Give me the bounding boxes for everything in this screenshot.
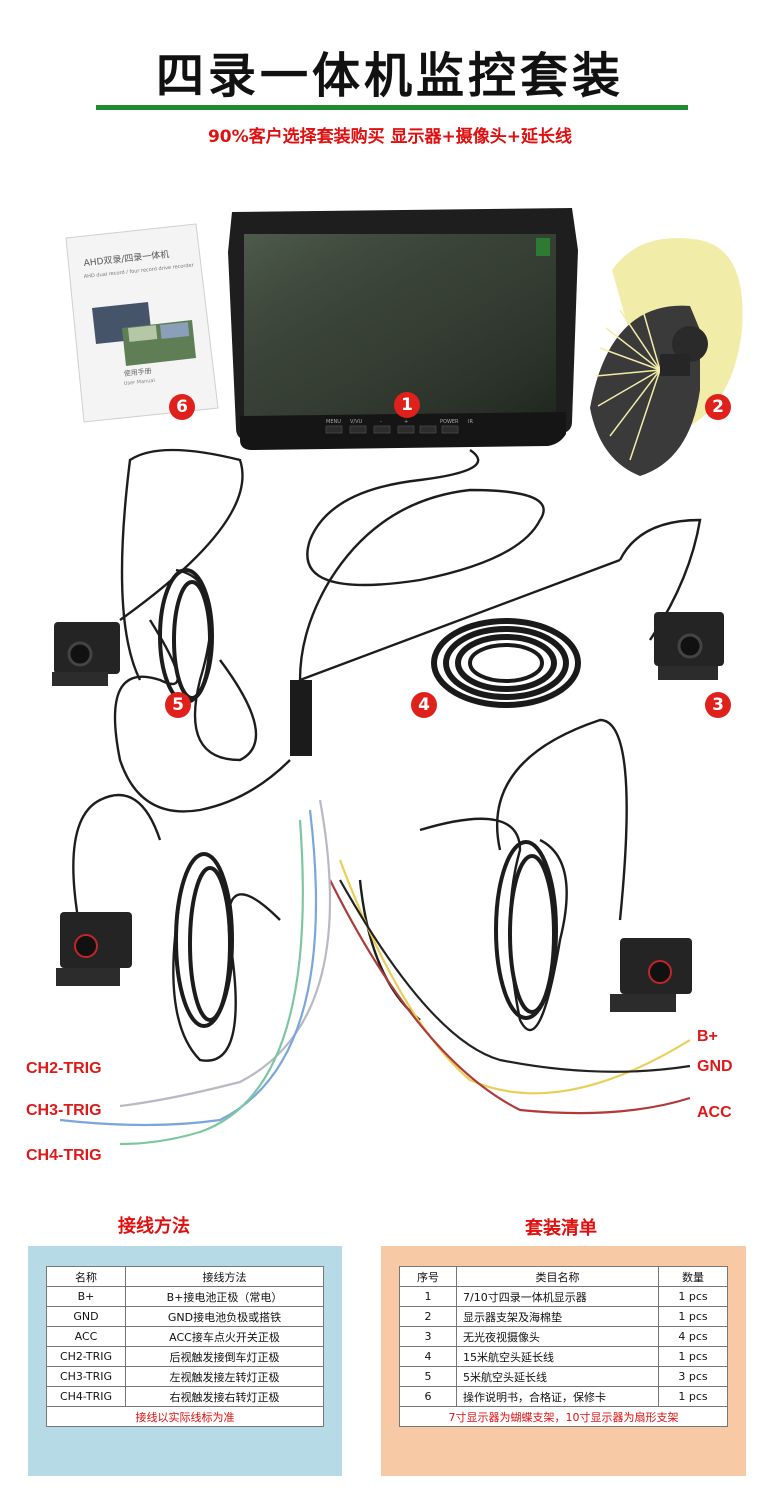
table-cell: 15米航空头延长线	[456, 1346, 659, 1367]
table-cell: 7/10寸四录一体机显示器	[456, 1286, 659, 1307]
camera	[52, 622, 120, 686]
table-cell: 后视触发接倒车灯正极	[125, 1346, 324, 1367]
table-cell: 3	[399, 1326, 457, 1347]
table-cell: 1 pcs	[658, 1286, 728, 1307]
table-cell: 6	[399, 1386, 457, 1407]
monitor-button-menu: MENU	[326, 419, 341, 425]
camera	[610, 938, 692, 1012]
table-cell: 1 pcs	[658, 1306, 728, 1327]
wire-ch2	[119, 799, 332, 1108]
table-header: 名称	[46, 1266, 126, 1287]
label-gnd: GND	[697, 1058, 733, 1075]
label-b-plus: B+	[697, 1028, 718, 1045]
table-note-row: 接线以实际线标为准	[46, 1406, 324, 1427]
camera	[56, 912, 132, 986]
camera	[654, 612, 724, 680]
callout-6: 6	[169, 394, 195, 420]
monitor-button-power: POWER	[440, 419, 459, 425]
page-title: 四录一体机监控套装	[155, 48, 624, 104]
label-ch4-trig: CH4-TRIG	[26, 1147, 102, 1164]
table-cell: CH4-TRIG	[46, 1386, 126, 1407]
table-cell: 4 pcs	[658, 1326, 728, 1347]
table-cell: 显示器支架及海棉垫	[456, 1306, 659, 1327]
table-cell: CH3-TRIG	[46, 1366, 126, 1387]
monitor-bracket	[590, 238, 743, 476]
product-photo: AHD双录/四录一体机 AHD dual record / four recor…	[52, 208, 743, 1146]
callout-5: 5	[165, 692, 191, 718]
wire-b-plus	[338, 859, 691, 1095]
table-cell: B+	[46, 1286, 126, 1307]
table-cell: GND接电池负极或搭铁	[125, 1306, 324, 1327]
wire-harness-box	[290, 680, 312, 756]
table-note-row: 7寸显示器为蝴蝶支架，10寸显示器为扇形支架	[399, 1406, 728, 1427]
package-note: 7寸显示器为蝴蝶支架，10寸显示器为扇形支架	[399, 1406, 728, 1427]
table-cell: B+接电池正极（常电）	[125, 1286, 324, 1307]
table-cell: CH2-TRIG	[46, 1346, 126, 1367]
page-subtitle: 90%客户选择套装购买 显示器+摄像头+延长线	[207, 127, 573, 147]
table-cell: 1	[399, 1286, 457, 1307]
table-header-row: 名称 接线方法	[46, 1266, 324, 1287]
monitor: MENU V/VU - + POWER IR	[228, 208, 578, 450]
table-cell: 2	[399, 1306, 457, 1327]
table-cell: ACC接车点火开关正极	[125, 1326, 324, 1347]
callout-2: 2	[705, 394, 731, 420]
table-cell: 操作说明书，合格证，保修卡	[456, 1386, 659, 1407]
table-cell: 右视触发接右转灯正极	[125, 1386, 324, 1407]
wiring-note: 接线以实际线标为准	[46, 1406, 324, 1427]
trigger-wires	[59, 799, 691, 1146]
title-underline	[96, 105, 688, 110]
label-ch3-trig: CH3-TRIG	[26, 1102, 102, 1119]
monitor-button-ir: IR	[468, 419, 473, 425]
callout-3: 3	[705, 692, 731, 718]
manual-footer-en: User Manual	[124, 378, 156, 387]
wire-gnd	[339, 879, 691, 1073]
table-header: 类目名称	[456, 1266, 659, 1287]
table-cell: 3 pcs	[658, 1366, 728, 1387]
package-section-title: 套装清单	[525, 1218, 597, 1239]
table-cell: 5	[399, 1366, 457, 1387]
table-cell: 5米航空头延长线	[456, 1366, 659, 1387]
cables	[72, 448, 702, 1062]
monitor-button-minus: -	[380, 419, 382, 425]
table-header: 数量	[658, 1266, 728, 1287]
table-cell: 左视触发接左转灯正极	[125, 1366, 324, 1387]
label-ch2-trig: CH2-TRIG	[26, 1060, 102, 1077]
table-header: 接线方法	[125, 1266, 324, 1287]
table-header: 序号	[399, 1266, 457, 1287]
wire-acc	[329, 879, 691, 1115]
table-cell: 4	[399, 1346, 457, 1367]
callout-1: 1	[394, 392, 420, 418]
monitor-button-vvu: V/VU	[350, 419, 363, 425]
label-acc: ACC	[697, 1104, 732, 1121]
cable-coil-15m	[431, 618, 581, 708]
table-cell: 无光夜视摄像头	[456, 1326, 659, 1347]
wire-ch4	[119, 819, 304, 1146]
callout-4: 4	[411, 692, 437, 718]
table-cell: 1 pcs	[658, 1386, 728, 1407]
table-header-row: 序号 类目名称 数量	[399, 1266, 728, 1287]
table-cell: 1 pcs	[658, 1346, 728, 1367]
wiring-section-title: 接线方法	[118, 1216, 190, 1237]
table-cell: ACC	[46, 1326, 126, 1347]
monitor-button-plus: +	[404, 419, 408, 425]
manual-footer: 使用手册	[123, 366, 152, 378]
table-cell: GND	[46, 1306, 126, 1327]
user-manual: AHD双录/四录一体机 AHD dual record / four recor…	[65, 223, 219, 423]
table-row: B+B+接电池正极（常电）	[46, 1286, 324, 1307]
